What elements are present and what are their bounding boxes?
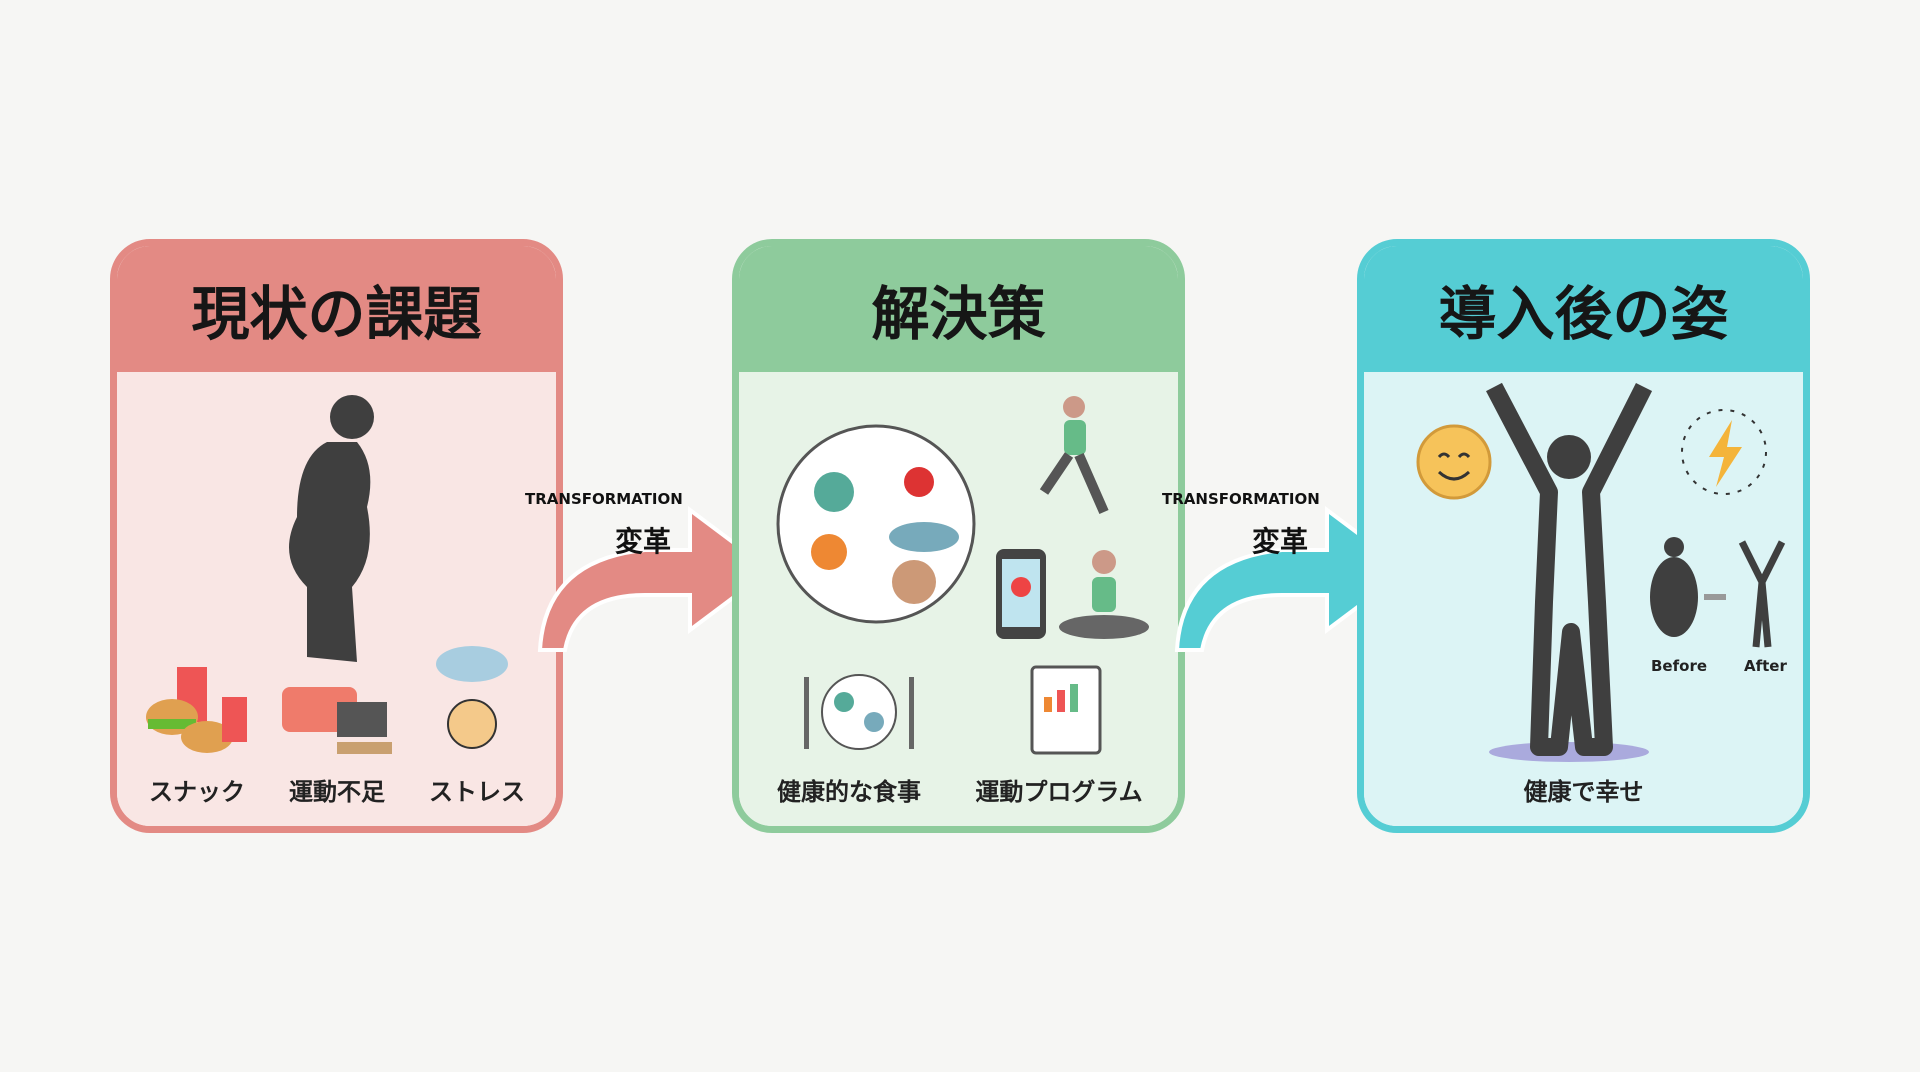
before-label: Before (1651, 657, 1708, 675)
item-label: 運動プログラム (975, 778, 1143, 806)
healthy-plate-icon (776, 424, 976, 624)
happy-silhouette-icon (1486, 382, 1653, 762)
runner-icon (1039, 396, 1109, 515)
plate-cutlery-icon (804, 674, 914, 750)
arrow-label-en: TRANSFORMATION (525, 490, 683, 508)
item-label: スナック (149, 778, 245, 806)
arrow-label-ja: 変革 (615, 525, 672, 558)
panel-title: 解決策 (739, 246, 1178, 372)
exercise-clipboard-icon (1030, 665, 1102, 755)
panel-title: 現状の課題 (117, 246, 556, 372)
before-after-icon (1650, 537, 1786, 648)
arrow-label-en: TRANSFORMATION (1162, 490, 1320, 508)
after-label: After (1744, 657, 1787, 675)
smiley-face-icon (1416, 424, 1492, 500)
panel-title: 導入後の姿 (1364, 246, 1803, 372)
panel-current-issues: 現状の課題 スナック 運動不足 ストレス (110, 239, 563, 833)
junk-food-icon (146, 667, 247, 753)
transformation-arrow: TRANSFORMATION 変革 (1162, 470, 1422, 660)
transformation-arrow: TRANSFORMATION 変革 (525, 470, 785, 660)
item-label: 運動不足 (289, 778, 385, 806)
curved-arrow-icon (537, 506, 774, 652)
panel-after: 導入後の姿 Before After 健康で幸せ (1357, 239, 1810, 833)
item-label: ストレス (429, 778, 525, 806)
curved-arrow-icon (1174, 506, 1411, 652)
overweight-silhouette-icon (289, 395, 374, 662)
couch-tv-icon (282, 687, 392, 754)
item-label: 健康的な食事 (777, 778, 921, 806)
item-label: 健康で幸せ (1523, 778, 1644, 806)
meditation-icon (1059, 550, 1149, 639)
panel-solution: 解決策 健康的な食事 運動プログラム (732, 239, 1185, 833)
arrow-label-ja: 変革 (1252, 525, 1309, 558)
heart-rate-phone-icon (996, 549, 1046, 639)
stress-cloud-icon (436, 646, 508, 749)
energy-lightning-icon (1681, 409, 1767, 495)
